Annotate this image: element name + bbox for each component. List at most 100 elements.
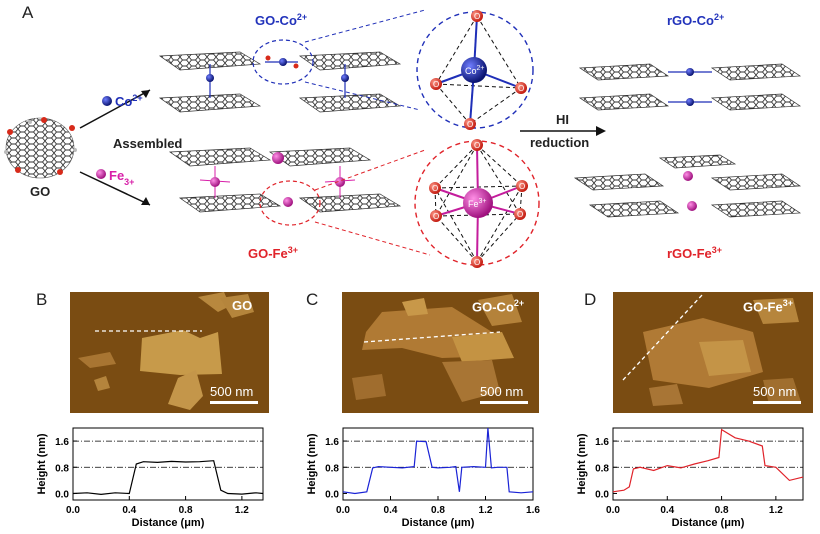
scale-label-c: 500 nm xyxy=(480,384,524,399)
x-tick-label: 0.8 xyxy=(715,505,729,516)
afm-label-go-fe-base: GO-Fe xyxy=(743,299,783,315)
co-oxygen-atoms xyxy=(430,10,527,130)
x-tick-label: 0.0 xyxy=(606,505,620,516)
x-tick-label: 0.4 xyxy=(122,505,136,516)
co-oxygen-2: O xyxy=(433,80,439,89)
rgo-co-charge: 2+ xyxy=(714,12,724,22)
afm-label-go-co: GO-Co2+ xyxy=(472,298,524,314)
afm-label-go: GO xyxy=(232,298,253,313)
y-tick-label: 0.0 xyxy=(595,489,609,500)
y-axis-label: Height (nm) xyxy=(306,433,318,494)
y-tick-label: 0.0 xyxy=(325,489,339,500)
x-axis-label: Distance (μm) xyxy=(132,517,205,529)
svg-text:Fe3+: Fe3+ xyxy=(468,198,487,209)
fe-center-label: Fe xyxy=(468,199,479,209)
go-co-assembly xyxy=(158,39,402,113)
x-tick-label: 0.0 xyxy=(66,505,80,516)
scale-label-d: 500 nm xyxy=(753,384,797,399)
y-tick-label: 0.8 xyxy=(325,463,339,474)
fe-oxygen-5: O xyxy=(433,212,439,221)
x-tick-label: 1.6 xyxy=(526,505,540,516)
go-fe-charge: 3+ xyxy=(288,245,298,255)
plot-frame xyxy=(612,427,804,501)
fe-oxygen-atoms xyxy=(429,139,528,268)
x-tick-label: 0.4 xyxy=(384,505,398,516)
go-label: GO xyxy=(30,184,50,199)
panel-letter-d: D xyxy=(584,290,597,309)
height-profile-line xyxy=(612,428,804,493)
fe-center-atom xyxy=(463,188,493,218)
svg-text:GO-Fe3+: GO-Fe3+ xyxy=(248,245,298,261)
assembled-label: Assembled xyxy=(113,136,182,151)
go-co-label: GO-Co xyxy=(255,13,297,28)
x-tick-label: 0.4 xyxy=(660,505,674,516)
rgo-fe-assembly xyxy=(573,154,802,218)
co-center-charge: 2+ xyxy=(477,65,485,72)
co-tetrahedron xyxy=(435,15,522,125)
rgo-co-label: rGO-Co xyxy=(667,13,714,28)
rgo-co-assembly xyxy=(578,63,802,111)
co-center-label: Co xyxy=(465,66,477,76)
svg-text:GO-Co2+: GO-Co2+ xyxy=(255,12,307,28)
svg-text:rGO-Co2+: rGO-Co2+ xyxy=(667,12,724,28)
y-axis-label: Height (nm) xyxy=(36,433,48,494)
fe-oxygen-1: O xyxy=(474,141,480,150)
x-tick-label: 1.2 xyxy=(235,505,249,516)
panel-letter-b: B xyxy=(36,290,48,309)
panel-letter-c: C xyxy=(306,290,319,309)
fe-oxygen-2: O xyxy=(474,258,480,267)
y-tick-label: 1.6 xyxy=(595,437,609,448)
afm-label-go-fe-charge: 3+ xyxy=(782,298,793,308)
afm-label-go-fe: GO-Fe3+ xyxy=(743,298,793,314)
afm-image-go: GO 500 nm xyxy=(70,292,269,413)
afm-linecut-c xyxy=(363,331,501,343)
hi-label: HI xyxy=(556,112,569,127)
co-oxygen-4: O xyxy=(467,120,473,129)
x-tick-label: 0.8 xyxy=(431,505,445,516)
co-oxygen-1: O xyxy=(474,12,480,21)
afm-label-go-co-charge: 2+ xyxy=(513,298,525,308)
fe-oxygen-4: O xyxy=(519,182,525,191)
scale-bar-d xyxy=(753,401,801,404)
scale-label-b: 500 nm xyxy=(210,384,254,399)
co-oxygen-3: O xyxy=(518,84,524,93)
co-ion-label: Co xyxy=(115,94,132,109)
co-ion-charge: 2+ xyxy=(132,93,142,103)
x-tick-label: 1.2 xyxy=(479,505,493,516)
fe-oxygen-6: O xyxy=(517,210,523,219)
afm-label-go-co-base: GO-Co xyxy=(472,299,514,315)
svg-text:Co2+: Co2+ xyxy=(465,65,485,76)
afm-image-go-fe: GO-Fe3+ 500 nm xyxy=(613,292,813,413)
go-co-charge: 2+ xyxy=(297,12,307,22)
plot-frame xyxy=(72,427,264,501)
plot-frame xyxy=(342,427,534,501)
height-profile-line xyxy=(72,460,264,496)
x-axis-label: Distance (μm) xyxy=(402,517,475,529)
x-tick-label: 0.0 xyxy=(336,505,350,516)
go-molecule xyxy=(4,117,77,179)
x-tick-label: 0.8 xyxy=(179,505,193,516)
go-fe-label: GO-Fe xyxy=(248,246,288,261)
co-center-atom xyxy=(461,57,487,83)
y-axis-label: Height (nm) xyxy=(576,433,588,494)
x-axis-label: Distance (μm) xyxy=(672,517,745,529)
go-fe-assembly xyxy=(168,147,402,226)
fe-ion-label: Fe xyxy=(109,168,124,183)
panel-a-schematic: GO Co2+ Fe3+ Assembled GO-Co2+ Co2+ O xyxy=(4,9,802,268)
svg-text:rGO-Fe3+: rGO-Fe3+ xyxy=(667,245,722,261)
scale-bar-c xyxy=(480,401,528,404)
rgo-fe-label: rGO-Fe xyxy=(667,246,712,261)
x-tick-label: 1.2 xyxy=(769,505,783,516)
rgo-fe-charge: 3+ xyxy=(712,245,722,255)
panel-letter-a: A xyxy=(22,3,34,22)
fe-oxygen-3: O xyxy=(432,184,438,193)
afm-image-go-co: GO-Co2+ 500 nm xyxy=(342,292,539,413)
fe-ion-charge: 3+ xyxy=(124,177,134,187)
svg-text:Co2+: Co2+ xyxy=(115,93,143,109)
y-tick-label: 0.8 xyxy=(55,463,69,474)
svg-text:Fe3+: Fe3+ xyxy=(109,168,134,187)
afm-linecut-b xyxy=(95,330,202,332)
reduction-label: reduction xyxy=(530,135,589,150)
